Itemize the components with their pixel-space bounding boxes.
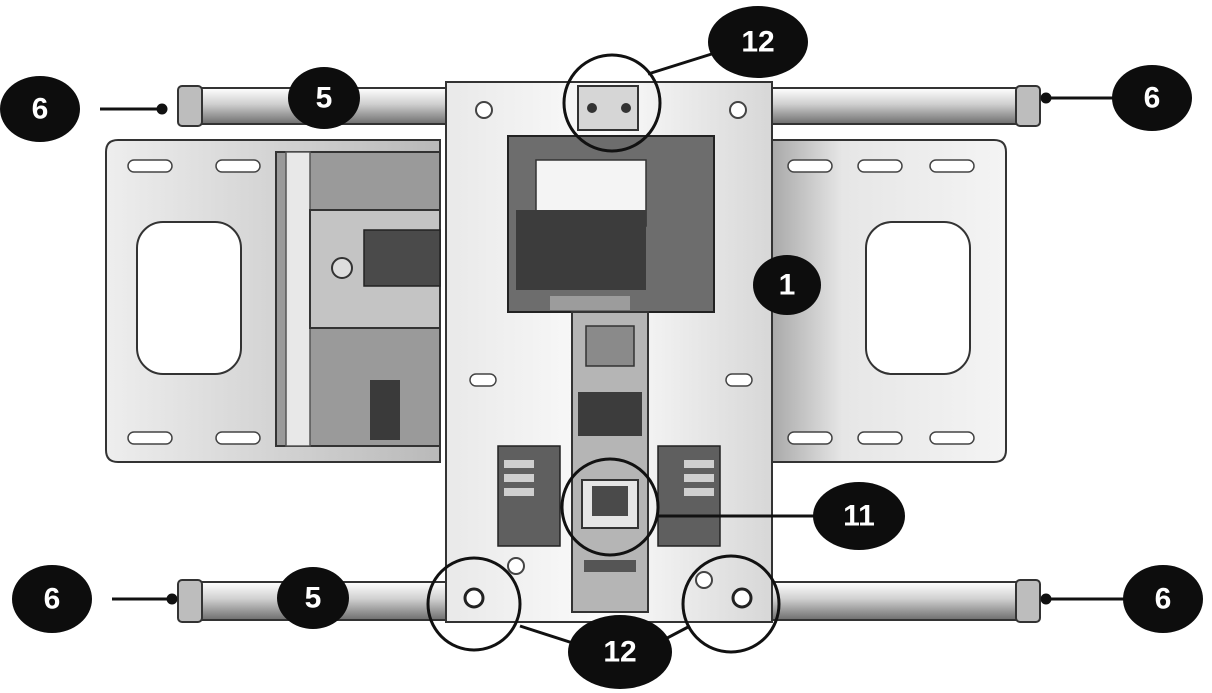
right-side-plate <box>771 139 1007 463</box>
highlight-circles <box>426 53 781 654</box>
highlight-circle-bottom-left <box>426 556 522 652</box>
leader-lines <box>100 50 1128 648</box>
svg-text:5: 5 <box>305 582 322 615</box>
callout-11: 11 <box>813 482 905 550</box>
highlight-circle-top <box>562 53 662 153</box>
svg-text:6: 6 <box>1144 82 1161 115</box>
svg-text:12: 12 <box>603 636 636 669</box>
svg-text:6: 6 <box>1155 583 1172 616</box>
callout-1: 1 <box>753 255 821 315</box>
left-side-plate <box>105 139 441 463</box>
callout-12-top: 12 <box>708 6 808 78</box>
highlight-circle-center <box>560 457 660 557</box>
callout-5-top: 5 <box>288 67 360 129</box>
svg-text:6: 6 <box>44 583 61 616</box>
callout-6-bottom-left: 6 <box>12 565 92 633</box>
svg-text:11: 11 <box>843 500 875 533</box>
center-wall-plate <box>445 81 773 623</box>
highlight-circle-bottom-right <box>681 554 781 654</box>
callout-6-bottom-right: 6 <box>1123 565 1203 633</box>
svg-text:5: 5 <box>316 82 333 115</box>
svg-text:12: 12 <box>741 26 774 59</box>
callout-6-top-right: 6 <box>1112 65 1192 131</box>
callout-12-bottom: 12 <box>568 615 672 689</box>
callout-6-top-left: 6 <box>0 76 80 142</box>
svg-text:6: 6 <box>32 93 49 126</box>
callout-5-bottom: 5 <box>277 567 349 629</box>
svg-text:1: 1 <box>779 269 796 302</box>
